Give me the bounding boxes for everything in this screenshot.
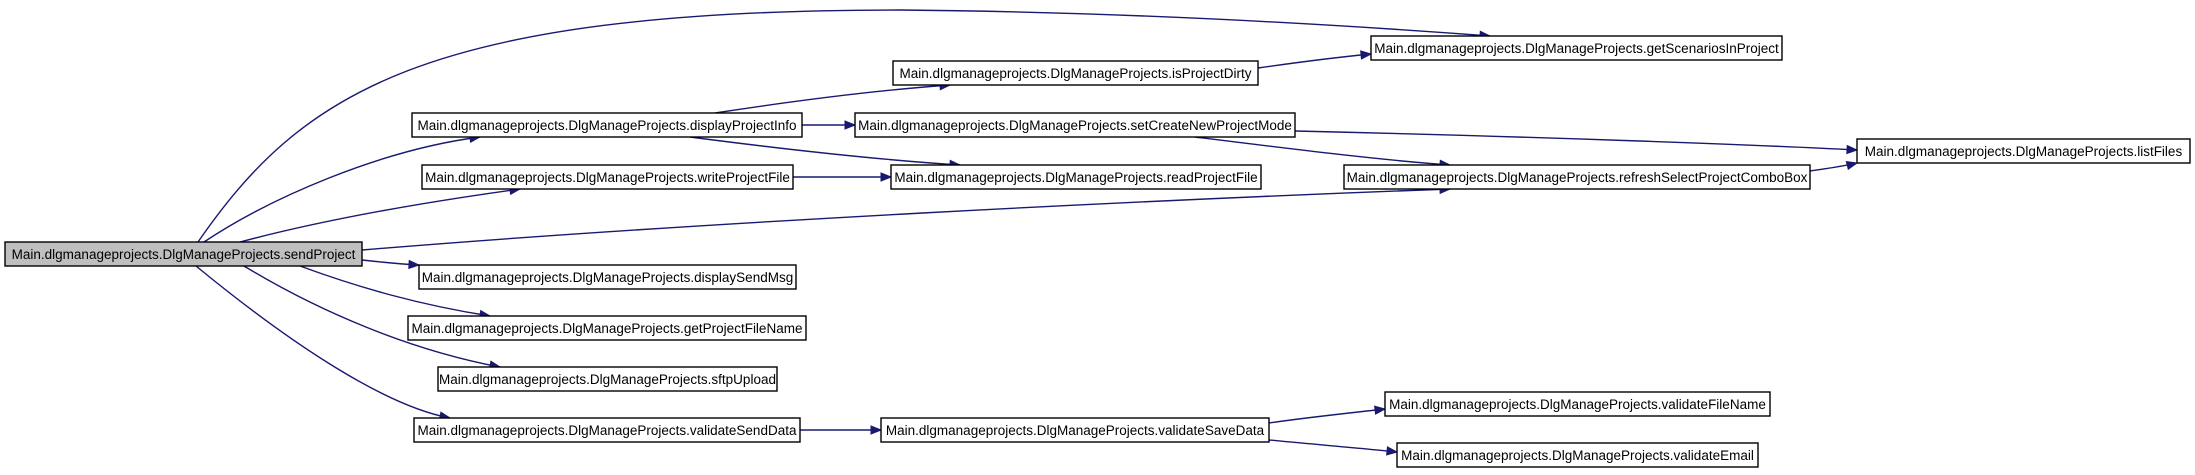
arrowhead <box>1360 50 1373 60</box>
node-box <box>892 60 1259 86</box>
edge-line <box>1268 439 1398 453</box>
arrowhead <box>1374 405 1387 415</box>
node-label: Main.dlgmanageprojects.DlgManageProjects… <box>412 321 803 336</box>
arrowhead <box>1846 144 1859 155</box>
node-label: Main.dlgmanageprojects.DlgManageProjects… <box>886 423 1265 438</box>
node-box <box>437 366 778 392</box>
node-label: Main.dlgmanageprojects.DlgManageProjects… <box>425 170 790 185</box>
node-writeProjectFile[interactable]: Main.dlgmanageprojects.DlgManageProjects… <box>421 164 794 190</box>
node-label: Main.dlgmanageprojects.DlgManageProjects… <box>1401 448 1754 463</box>
node-label: Main.dlgmanageprojects.DlgManageProjects… <box>900 66 1252 81</box>
node-box <box>411 112 803 138</box>
edge-displayProjectInfo-to-readProjectFile <box>689 136 962 170</box>
node-box <box>413 417 801 443</box>
edge-line <box>1257 53 1372 69</box>
arrowhead <box>880 172 893 182</box>
edge-sendProject-to-displaySendMsg <box>361 259 421 270</box>
arrowhead <box>1845 160 1859 171</box>
node-refreshSelectProjectComboBox[interactable]: Main.dlgmanageprojects.DlgManageProjects… <box>1343 164 1811 190</box>
edge-sendProject-to-validateSendData <box>195 265 452 421</box>
node-label: Main.dlgmanageprojects.DlgManageProjects… <box>894 170 1257 185</box>
edge-displayProjectInfo-to-setCreateNewProjectMode <box>801 120 857 130</box>
node-displayProjectInfo[interactable]: Main.dlgmanageprojects.DlgManageProjects… <box>411 112 803 138</box>
edge-writeProjectFile-to-readProjectFile <box>792 172 893 182</box>
node-displaySendMsg[interactable]: Main.dlgmanageprojects.DlgManageProjects… <box>418 264 797 290</box>
node-label: Main.dlgmanageprojects.DlgManageProjects… <box>12 247 356 262</box>
edge-sendProject-to-refreshSelectProjectComboBox <box>361 184 1452 251</box>
node-box <box>1856 138 2191 164</box>
node-label: Main.dlgmanageprojects.DlgManageProjects… <box>422 270 793 285</box>
arrowhead <box>1386 446 1399 456</box>
node-validateSaveData[interactable]: Main.dlgmanageprojects.DlgManageProjects… <box>880 417 1270 443</box>
arrowhead <box>870 425 883 435</box>
edge-line <box>299 265 491 317</box>
edge-line <box>689 136 961 166</box>
edge-line <box>197 9 1491 243</box>
node-box <box>1384 391 1771 417</box>
node-box <box>1370 35 1783 61</box>
edge-validateSaveData-to-validateFileName <box>1268 405 1387 424</box>
node-box <box>854 112 1296 138</box>
edge-line <box>243 265 501 368</box>
edge-sendProject-to-getScenariosInProject <box>197 9 1492 243</box>
node-isProjectDirty[interactable]: Main.dlgmanageprojects.DlgManageProjects… <box>892 60 1259 86</box>
edges-layer <box>195 9 1859 456</box>
node-label: Main.dlgmanageprojects.DlgManageProjects… <box>418 118 797 133</box>
node-label: Main.dlgmanageprojects.DlgManageProjects… <box>418 423 797 438</box>
node-getScenariosInProject[interactable]: Main.dlgmanageprojects.DlgManageProjects… <box>1370 35 1783 61</box>
edge-validateSendData-to-validateSaveData <box>800 425 883 435</box>
node-setCreateNewProjectMode[interactable]: Main.dlgmanageprojects.DlgManageProjects… <box>854 112 1296 138</box>
node-validateSendData[interactable]: Main.dlgmanageprojects.DlgManageProjects… <box>413 417 801 443</box>
node-listFiles[interactable]: Main.dlgmanageprojects.DlgManageProjects… <box>1856 138 2191 164</box>
edge-line <box>714 84 951 114</box>
nodes-layer: Main.dlgmanageprojects.DlgManageProjects… <box>4 35 2191 468</box>
node-readProjectFile[interactable]: Main.dlgmanageprojects.DlgManageProjects… <box>890 164 1262 190</box>
node-sftpUpload[interactable]: Main.dlgmanageprojects.DlgManageProjects… <box>437 366 778 392</box>
node-box <box>1396 442 1759 468</box>
edge-setCreateNewProjectMode-to-refreshSelectProjectComboBox <box>1194 136 1452 169</box>
node-validateEmail[interactable]: Main.dlgmanageprojects.DlgManageProjects… <box>1396 442 1759 468</box>
node-box <box>1343 164 1811 190</box>
node-box <box>890 164 1262 190</box>
edge-isProjectDirty-to-getScenariosInProject <box>1257 50 1373 69</box>
edge-displayProjectInfo-to-isProjectDirty <box>714 81 952 114</box>
edge-setCreateNewProjectMode-to-listFiles <box>1294 130 1859 155</box>
arrowhead <box>844 120 857 130</box>
node-label: Main.dlgmanageprojects.DlgManageProjects… <box>1389 397 1766 412</box>
edge-line <box>1268 408 1386 424</box>
node-validateFileName[interactable]: Main.dlgmanageprojects.DlgManageProjects… <box>1384 391 1771 417</box>
node-label: Main.dlgmanageprojects.DlgManageProjects… <box>439 372 776 387</box>
edge-sendProject-to-writeProjectFile <box>239 185 522 243</box>
node-box <box>880 417 1270 443</box>
node-label: Main.dlgmanageprojects.DlgManageProjects… <box>1865 144 2183 159</box>
node-label: Main.dlgmanageprojects.DlgManageProjects… <box>1374 41 1779 56</box>
edge-line <box>203 136 481 243</box>
node-box <box>421 164 794 190</box>
edge-refreshSelectProjectComboBox-to-listFiles <box>1809 160 1859 172</box>
edge-line <box>195 265 451 419</box>
node-getProjectFileName[interactable]: Main.dlgmanageprojects.DlgManageProjects… <box>407 315 807 341</box>
arrowhead <box>408 259 421 270</box>
node-label: Main.dlgmanageprojects.DlgManageProjects… <box>858 118 1292 133</box>
edge-line <box>361 188 1451 251</box>
edge-line <box>1194 136 1451 166</box>
edge-line <box>239 188 521 243</box>
node-box <box>418 264 797 290</box>
edge-line <box>1294 130 1858 151</box>
node-box <box>4 241 363 267</box>
edge-validateSaveData-to-validateEmail <box>1268 439 1399 456</box>
node-sendProject[interactable]: Main.dlgmanageprojects.DlgManageProjects… <box>4 241 363 267</box>
node-label: Main.dlgmanageprojects.DlgManageProjects… <box>1347 170 1808 185</box>
node-box <box>407 315 807 341</box>
